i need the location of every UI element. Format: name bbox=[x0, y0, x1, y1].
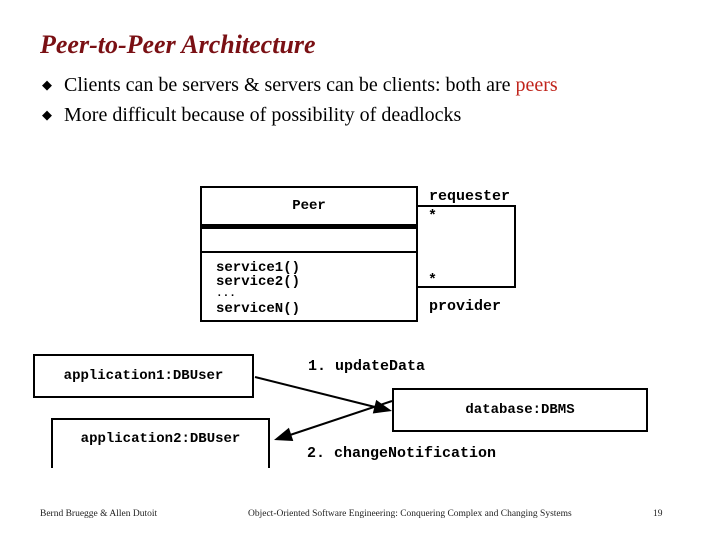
message-label-updatedata: 1. updateData bbox=[308, 358, 426, 375]
footer-authors: Bernd Bruegge & Allen Dutoit bbox=[40, 509, 158, 519]
operation-row-ellipsis: ... bbox=[216, 288, 236, 300]
changenotification-arrow-line bbox=[289, 400, 393, 436]
object-database: database:DBMS bbox=[392, 388, 648, 432]
changenotification-arrowhead bbox=[274, 427, 294, 441]
operation-row: service1() bbox=[216, 260, 301, 276]
updatedata-arrow-line bbox=[254, 376, 380, 409]
multiplicity-star-bottom: * bbox=[428, 272, 438, 289]
footer-page-number: 19 bbox=[653, 509, 663, 519]
footer-course-title: Object-Oriented Software Engineering: Co… bbox=[248, 509, 572, 519]
bullet-text: More difficult because of possibility of… bbox=[64, 104, 462, 126]
diamond-bullet-icon: ◆ bbox=[42, 77, 52, 92]
multiplicity-star-top: * bbox=[428, 208, 438, 225]
association-role-requester: requester bbox=[428, 188, 512, 205]
updatedata-arrowhead bbox=[372, 399, 392, 414]
association-role-provider: provider bbox=[428, 298, 503, 315]
self-association-line bbox=[416, 205, 516, 288]
class-attributes-compartment bbox=[202, 229, 416, 253]
page-title: Peer-to-Peer Architecture bbox=[40, 30, 316, 59]
operation-row: serviceN() bbox=[216, 301, 301, 317]
bullet-text: Clients can be servers & servers can be … bbox=[64, 74, 558, 96]
message-label-changenotification: 2. changeNotification bbox=[307, 445, 497, 462]
class-operations-compartment: service1() service2() ... serviceN() bbox=[202, 253, 416, 316]
diamond-bullet-icon: ◆ bbox=[42, 107, 52, 122]
object-application2: application2:DBUser bbox=[51, 418, 270, 468]
bullet-item: ◆ Clients can be servers & servers can b… bbox=[42, 72, 558, 102]
uml-class-peer: Peer service1() service2() ... serviceN(… bbox=[200, 186, 418, 322]
object-application1: application1:DBUser bbox=[33, 354, 254, 398]
bullet-list: ◆ Clients can be servers & servers can b… bbox=[42, 72, 558, 132]
class-name-compartment: Peer bbox=[202, 188, 416, 229]
operation-row: service2() bbox=[216, 274, 301, 290]
highlighted-word: peers bbox=[515, 74, 558, 96]
bullet-item: ◆ More difficult because of possibility … bbox=[42, 102, 558, 132]
